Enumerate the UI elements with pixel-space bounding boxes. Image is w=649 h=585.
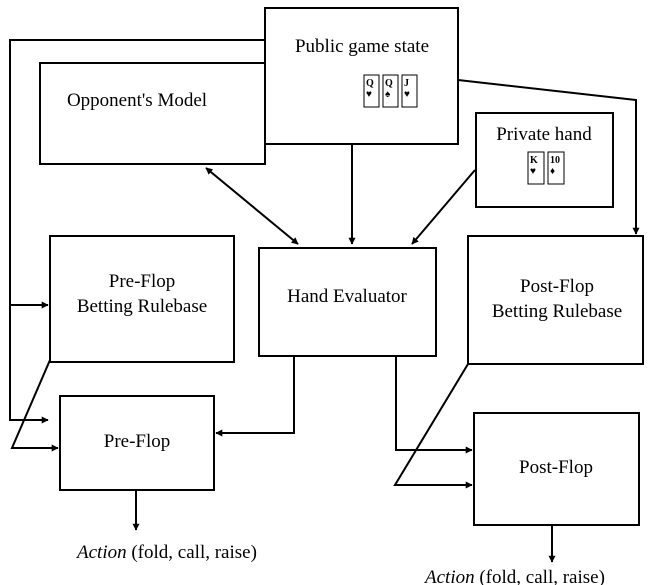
label-postflop: Post-Flop — [519, 457, 593, 478]
private-card-suit-icon: ♥ — [530, 166, 536, 177]
node-hand-evaluator — [258, 247, 437, 357]
edge-private-hand-to-hand-evaluator — [411, 169, 476, 245]
node-preflop-rulebase — [49, 235, 235, 363]
private-card-face — [527, 151, 545, 185]
public-card-1: Q♥ — [363, 74, 380, 108]
label-public-game-state: Public game state — [295, 36, 429, 57]
label-hand-evaluator: Hand Evaluator — [287, 286, 407, 307]
edge-hand-evaluator-to-preflop — [215, 356, 295, 437]
public-card-face — [401, 74, 418, 108]
label-preflop-action: Action (fold, call, raise) — [75, 542, 257, 563]
public-card-rank: J — [404, 78, 409, 89]
private-card-suit-icon: ♦ — [550, 166, 555, 177]
public-card-rank: Q — [385, 78, 393, 89]
label-postflop-rulebase-line2: Betting Rulebase — [492, 301, 622, 322]
public-card-suit-icon: ♠ — [385, 89, 391, 100]
private-card-2: 10♦ — [547, 151, 565, 185]
edge-public-to-postflop-rulebase — [457, 79, 640, 235]
edge-opponent-model-hand-evaluator — [205, 167, 299, 245]
label-preflop-rulebase-line1: Pre-Flop — [109, 271, 176, 292]
public-card-suit-icon: ♥ — [366, 89, 372, 100]
public-card-3: J♥ — [401, 74, 418, 108]
private-card-face — [547, 151, 565, 185]
label-preflop-rulebase-line2: Betting Rulebase — [77, 296, 207, 317]
public-cards: Q♥Q♠J♥ — [363, 74, 418, 108]
node-preflop — [59, 395, 215, 491]
preflop-action-options: (fold, call, raise) — [127, 542, 257, 563]
postflop-action-word: Action — [423, 567, 475, 585]
private-card-1: K♥ — [527, 151, 545, 185]
postflop-action-options: (fold, call, raise) — [475, 567, 605, 585]
public-card-rank: Q — [366, 78, 374, 89]
node-public-game-state — [264, 7, 459, 145]
node-opponent-model — [39, 62, 266, 165]
label-postflop-action: Action (fold, call, raise) — [423, 567, 605, 585]
label-postflop-rulebase-line1: Post-Flop — [520, 276, 594, 297]
public-card-suit-icon: ♥ — [404, 89, 410, 100]
label-preflop: Pre-Flop — [104, 431, 171, 452]
edge-preflop-rulebase-to-preflop — [10, 359, 59, 452]
preflop-action-word: Action — [75, 542, 127, 563]
edge-public-to-left-trunk — [9, 39, 265, 424]
label-opponent-model: Opponent's Model — [67, 90, 207, 111]
label-private-hand: Private hand — [496, 124, 592, 145]
private-hand-cards: K♥10♦ — [527, 151, 565, 185]
edge-hand-evaluator-to-postflop — [395, 356, 473, 454]
public-card-face — [363, 74, 380, 108]
edge-postflop-rulebase-to-postflop — [393, 363, 473, 489]
public-card-2: Q♠ — [382, 74, 399, 108]
public-card-face — [382, 74, 399, 108]
node-postflop — [473, 412, 640, 526]
private-card-rank: 10 — [550, 155, 560, 166]
node-postflop-rulebase — [467, 235, 644, 365]
private-card-rank: K — [530, 155, 538, 166]
